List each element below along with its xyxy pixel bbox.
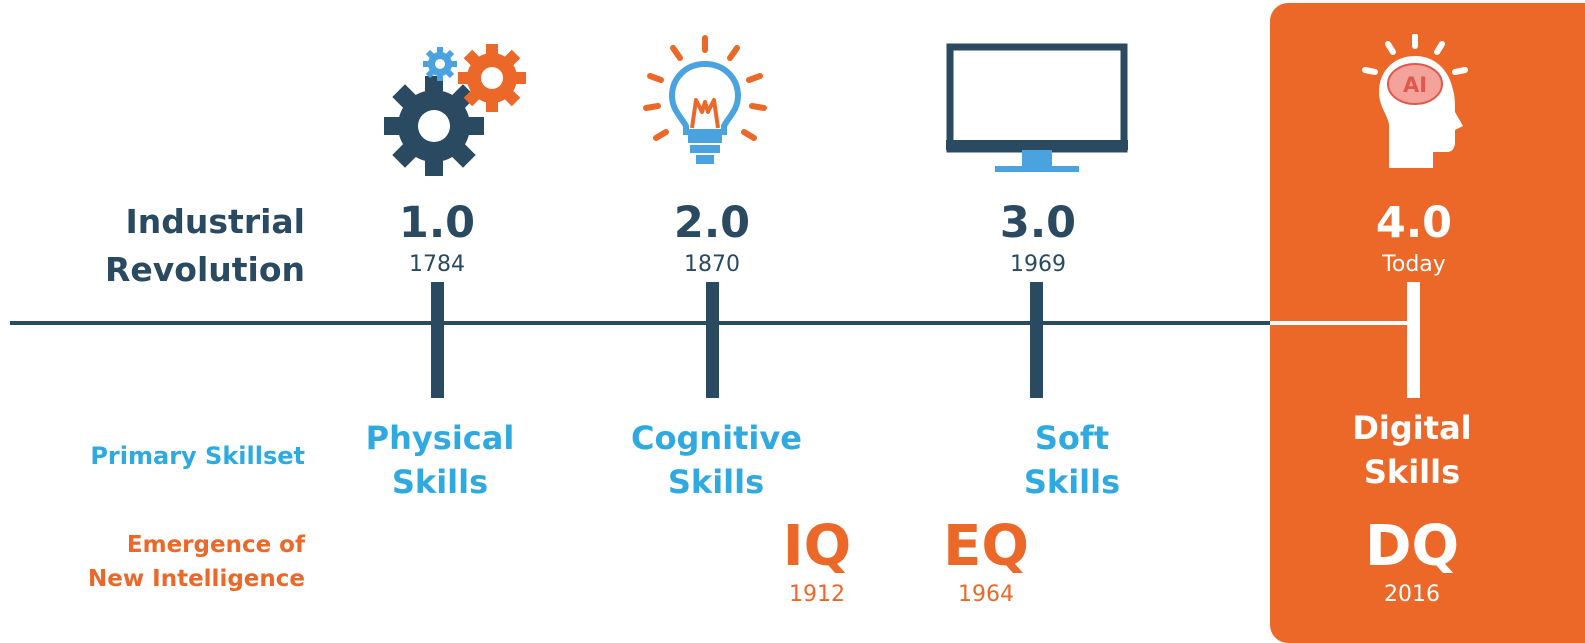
timeline-tick-2 <box>706 282 719 398</box>
era-3-version: 3.0 <box>999 198 1077 248</box>
skill-physical: Physical Skills <box>365 419 515 501</box>
skill-soft: Soft Skills <box>1023 419 1121 501</box>
skill-cognitive: Cognitive Skills <box>631 419 802 501</box>
intelligence-dq: DQ <box>1364 514 1460 579</box>
skill-digital: Digital Skills <box>1352 409 1472 491</box>
intelligence-eq: EQ <box>943 514 1029 579</box>
timeline-axis <box>10 321 1272 325</box>
intelligence-iq: IQ <box>782 514 852 579</box>
lightbulb-icon <box>643 35 767 164</box>
monitor-icon <box>946 43 1128 172</box>
era-4-version: 4.0 <box>1375 198 1453 248</box>
primary-skillset-label: Primary Skillset <box>90 442 305 470</box>
era-2-year: 1870 <box>684 252 740 277</box>
ai-badge-text: AI <box>1403 73 1427 97</box>
intelligence-iq-year: 1912 <box>789 582 845 607</box>
intelligence-dq-year: 2016 <box>1384 582 1440 607</box>
era-1-year: 1784 <box>409 252 465 277</box>
era-4-year: Today <box>1382 252 1446 277</box>
timeline-tick-4 <box>1407 282 1420 398</box>
emergence-label: Emergence of New Intelligence <box>88 532 305 592</box>
era-1-version: 1.0 <box>398 198 476 248</box>
timeline-tick-1 <box>431 282 444 398</box>
ai-head-icon: AI <box>1362 34 1468 168</box>
era-3-year: 1969 <box>1010 252 1066 277</box>
timeline-tick-3 <box>1030 282 1043 398</box>
gears-icon <box>384 44 526 176</box>
timeline-axis-highlight <box>1270 321 1412 325</box>
intelligence-eq-year: 1964 <box>958 582 1014 607</box>
era-2-version: 2.0 <box>673 198 751 248</box>
industrial-revolution-label: Industrial Revolution <box>105 202 306 289</box>
